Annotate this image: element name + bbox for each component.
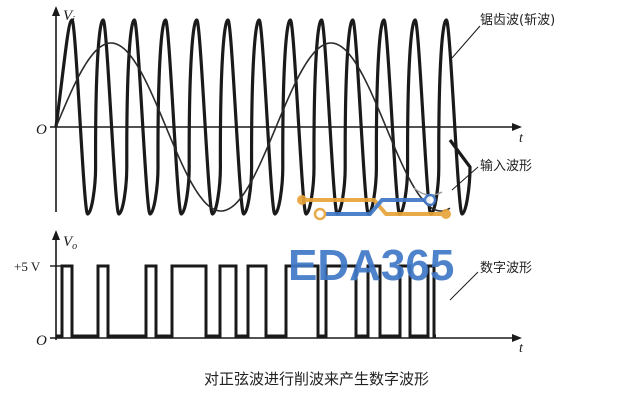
figure-caption: 对正弦波进行削波来产生数字波形 bbox=[204, 370, 429, 388]
sawtooth-label: 锯齿波(斩波) bbox=[480, 13, 555, 28]
bottom-origin-label: O bbox=[36, 333, 47, 349]
input-sine-wave bbox=[55, 42, 451, 212]
bottom-plot: Vo +5 V O t 数字波形 bbox=[14, 230, 532, 356]
watermark-logo-trace bbox=[302, 198, 446, 216]
bottom-y-arrow bbox=[52, 230, 60, 240]
watermark-text: EDA365 bbox=[288, 241, 454, 290]
bottom-x-axis-label: t bbox=[519, 341, 524, 356]
plus-5v-label: +5 V bbox=[14, 259, 41, 274]
bottom-x-arrow bbox=[512, 334, 522, 342]
top-origin-label: O bbox=[36, 122, 47, 138]
top-x-arrow bbox=[512, 123, 522, 131]
bottom-y-axis-label: Vo bbox=[63, 234, 77, 252]
top-y-arrow bbox=[52, 6, 60, 16]
input-leader-line bbox=[451, 166, 479, 191]
watermark-logo-trace-2 bbox=[320, 198, 430, 216]
sawtooth-leader-line bbox=[451, 25, 481, 59]
input-wave-label: 输入波形 bbox=[480, 158, 532, 174]
watermark-logo-node bbox=[313, 207, 327, 221]
digital-wave-label: 数字波形 bbox=[480, 261, 532, 276]
watermark-logo-node bbox=[441, 209, 451, 219]
watermark-logo-node bbox=[423, 193, 437, 207]
digital-leader-line bbox=[449, 271, 479, 301]
sawtooth-wave bbox=[54, 18, 472, 216]
top-plot: Vi O t 锯齿波(斩波) 输入波形 bbox=[36, 6, 555, 216]
digital-wave bbox=[56, 264, 436, 338]
top-x-axis-label: t bbox=[519, 131, 524, 146]
watermark-logo-node bbox=[297, 195, 307, 205]
watermark: EDA365 bbox=[288, 193, 454, 290]
